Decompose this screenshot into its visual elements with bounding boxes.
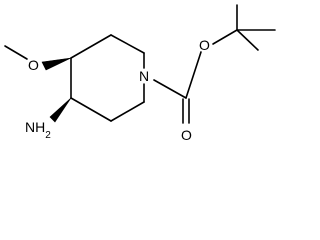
atom-label-methoxy-oxygen: O bbox=[28, 57, 39, 73]
bond-ester-oxygen-tbutyl bbox=[212, 29, 238, 45]
bond-tbutyl-methyl-down bbox=[236, 29, 259, 51]
bond-ring-c6-c2 bbox=[70, 97, 112, 122]
bond-ring-c3-c4 bbox=[110, 34, 145, 54]
bond-methoxy-oxygen-methyl bbox=[4, 45, 28, 60]
atom-label-ester-oxygen: O bbox=[199, 37, 210, 53]
wedge-bond-c2-amine bbox=[49, 97, 72, 123]
bond-ring-c5-c6 bbox=[110, 101, 145, 122]
atom-label-amine: NH2 bbox=[25, 119, 51, 141]
wedge-bond-c1-methoxy bbox=[41, 57, 72, 71]
atom-label-ring-nitrogen: N bbox=[139, 68, 149, 84]
bond-carbonyl-ester-oxygen bbox=[185, 51, 202, 99]
molecule-structure-diagram: N O O O NH2 bbox=[4, 4, 276, 143]
bond-n-carbonyl-carbon bbox=[153, 79, 187, 99]
bond-ring-c2-c3 bbox=[70, 34, 112, 59]
atom-label-carbonyl-oxygen: O bbox=[181, 127, 192, 143]
